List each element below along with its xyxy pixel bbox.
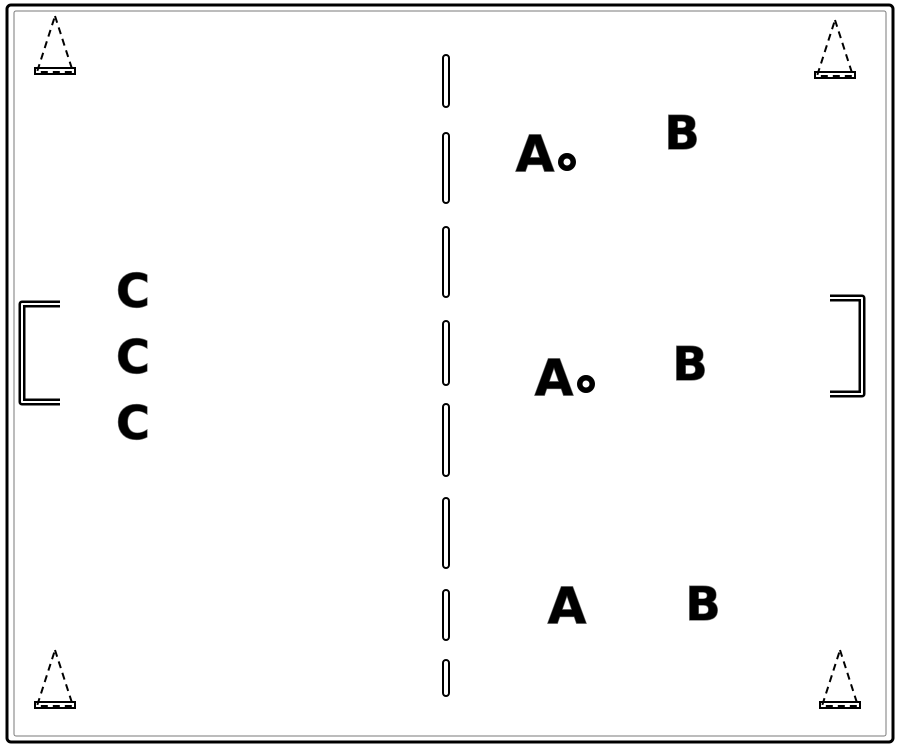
player-b-1: B (664, 106, 699, 160)
player-c-2: C (116, 330, 150, 384)
player-a-3: A (548, 577, 587, 635)
cone-icon (819, 646, 861, 709)
player-a-1: A (516, 125, 555, 183)
player-a-2: A (535, 349, 574, 407)
cone-icon (34, 646, 76, 709)
goal-right (830, 294, 866, 398)
player-c-3: C (116, 396, 150, 450)
player-c-1: C (116, 264, 150, 318)
player-b-3: B (685, 577, 720, 631)
field-boundary (5, 3, 895, 744)
cone-icon (34, 12, 76, 75)
ball-icon (558, 153, 576, 171)
ball-icon (577, 375, 595, 393)
goal-left (18, 300, 60, 406)
center-line (442, 54, 450, 697)
player-b-2: B (672, 337, 707, 391)
cone-icon (814, 16, 856, 79)
